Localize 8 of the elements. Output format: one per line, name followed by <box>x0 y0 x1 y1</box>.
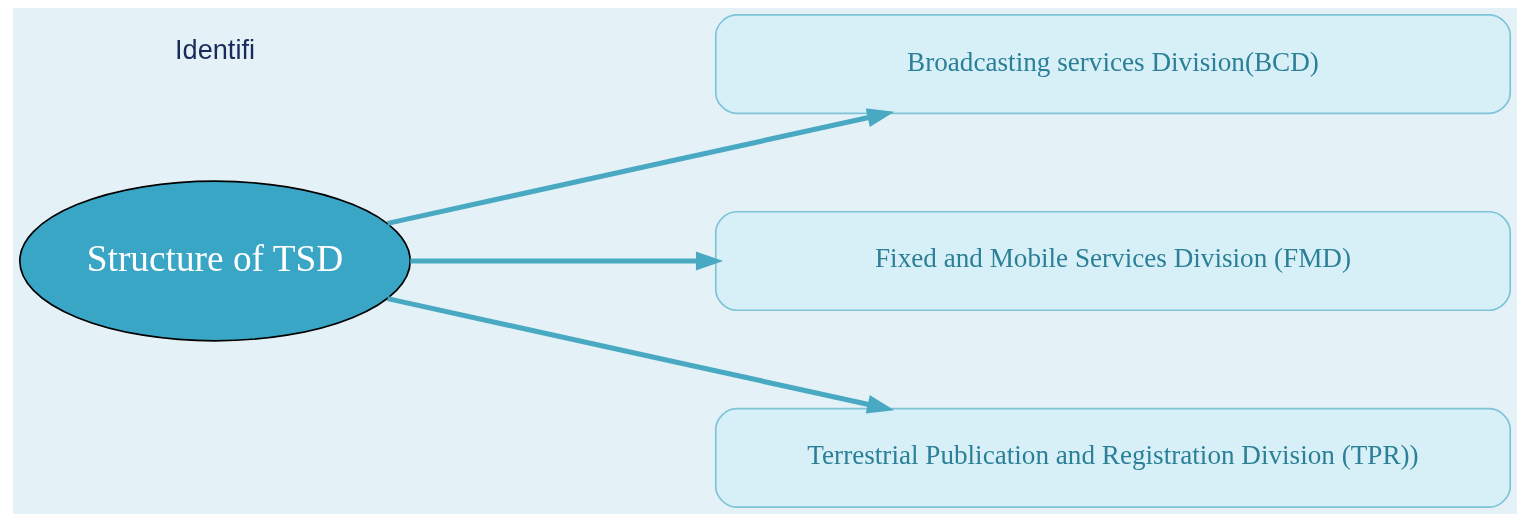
arrow <box>387 108 895 226</box>
node-box: Broadcasting services Division(BCD) <box>714 14 1512 115</box>
label: Identifi <box>175 33 256 65</box>
node-box: Terrestrial Publication and Registration Division (TPR)) <box>714 407 1512 508</box>
arrow <box>410 251 724 271</box>
node-box: Fixed and Mobile Services Division (FMD) <box>714 210 1512 312</box>
arrow <box>387 296 895 414</box>
node-ellipse: Structure of TSD <box>18 180 412 342</box>
